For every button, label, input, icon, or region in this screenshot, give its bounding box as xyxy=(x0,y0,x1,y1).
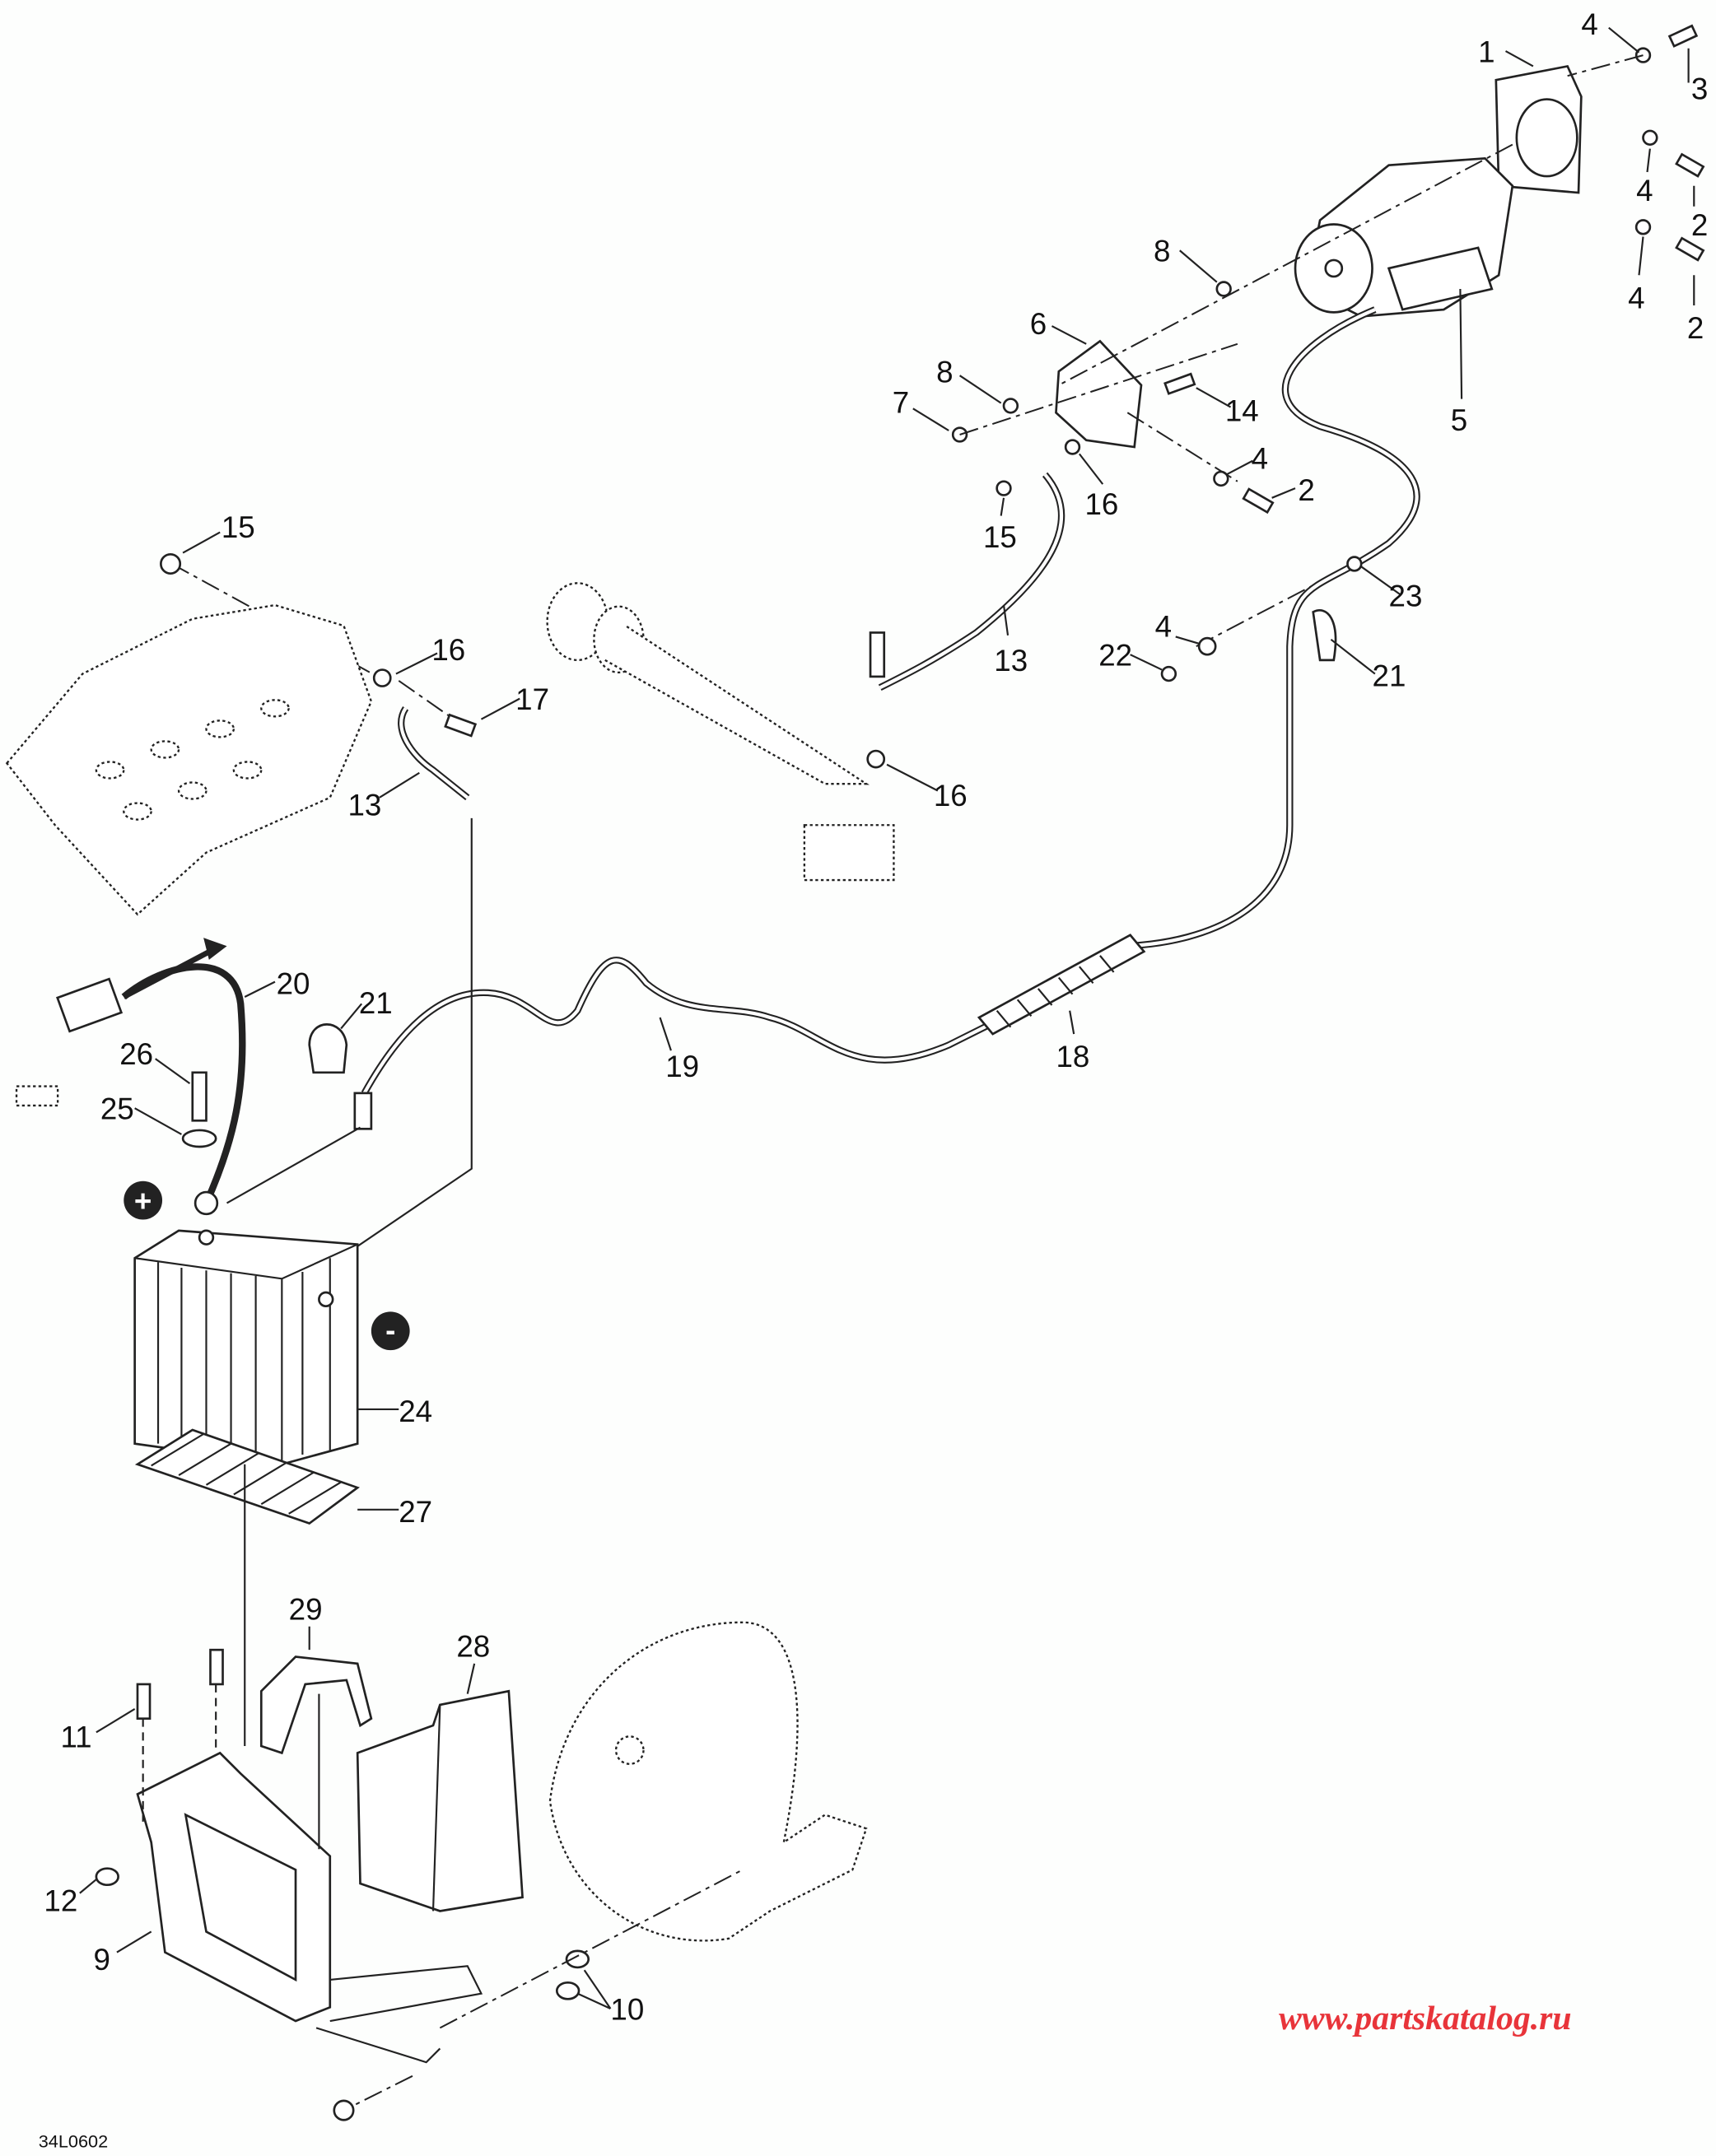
callout: 10 xyxy=(610,1992,644,2026)
callout: 29 xyxy=(289,1592,323,1626)
callout: 4 xyxy=(1628,281,1644,314)
negative-terminal-symbol: - xyxy=(371,1311,410,1351)
callout: 1 xyxy=(1478,35,1495,68)
engine-casing xyxy=(548,1621,868,1942)
callout: 21 xyxy=(1373,659,1406,693)
callout: 6 xyxy=(1030,307,1047,341)
callout: 16 xyxy=(934,779,968,813)
callout: 4 xyxy=(1252,442,1268,476)
callout: 28 xyxy=(456,1630,490,1664)
callout: 12 xyxy=(44,1884,77,1917)
svg-text:-: - xyxy=(385,1313,395,1347)
callout: 21 xyxy=(359,986,393,1020)
battery-pad xyxy=(134,1428,360,1525)
fasteners-upper xyxy=(1215,24,1705,297)
callout: 11 xyxy=(60,1721,91,1754)
wiring-harness xyxy=(546,582,895,882)
callout: 25 xyxy=(100,1092,134,1126)
callout: 17 xyxy=(515,682,549,716)
callout: 24 xyxy=(399,1395,432,1428)
callout: 15 xyxy=(983,520,1017,554)
callout: 23 xyxy=(1389,580,1423,613)
callout: 13 xyxy=(994,644,1028,678)
callout: 4 xyxy=(1155,609,1172,643)
support-bracket xyxy=(951,339,1275,515)
callout: 16 xyxy=(431,633,465,667)
callout: 2 xyxy=(1687,311,1704,345)
callout: 2 xyxy=(1691,208,1708,242)
callout: 18 xyxy=(1056,1040,1089,1073)
callout: 14 xyxy=(1225,393,1259,427)
callout: 3 xyxy=(1691,72,1708,106)
svg-text:+: + xyxy=(134,1184,152,1218)
battery-tray xyxy=(136,1751,483,2064)
drawing-code: 34L0602 xyxy=(39,2131,108,2152)
callout: 22 xyxy=(1098,639,1132,673)
callout: 27 xyxy=(399,1495,432,1529)
callout-labels: 1 4 3 4 2 4 2 8 5 6 8 7 14 4 2 16 15 13 … xyxy=(44,7,1708,2026)
callout: 8 xyxy=(1154,235,1170,268)
callout: 20 xyxy=(277,967,310,1001)
callout: 16 xyxy=(1085,487,1119,521)
callout: 13 xyxy=(347,789,381,822)
callout: 15 xyxy=(221,510,255,544)
callout: 19 xyxy=(665,1050,699,1083)
cable-sleeve xyxy=(977,934,1146,1036)
watermark: www.partskatalog.ru xyxy=(1279,2000,1572,2037)
callout: 4 xyxy=(1581,7,1597,41)
exhaust-heat-shield xyxy=(5,603,373,916)
callout: 7 xyxy=(893,385,909,419)
callout: 8 xyxy=(936,356,953,389)
starter-motor xyxy=(1294,156,1514,318)
callout: 9 xyxy=(94,1943,110,1977)
starter-bracket xyxy=(1495,64,1583,194)
positive-terminal-symbol: + xyxy=(124,1180,163,1220)
callout: 26 xyxy=(119,1037,153,1071)
battery xyxy=(133,1229,359,1466)
callout: 5 xyxy=(1451,403,1467,437)
callout: 2 xyxy=(1298,473,1314,507)
callout: 4 xyxy=(1636,174,1653,207)
